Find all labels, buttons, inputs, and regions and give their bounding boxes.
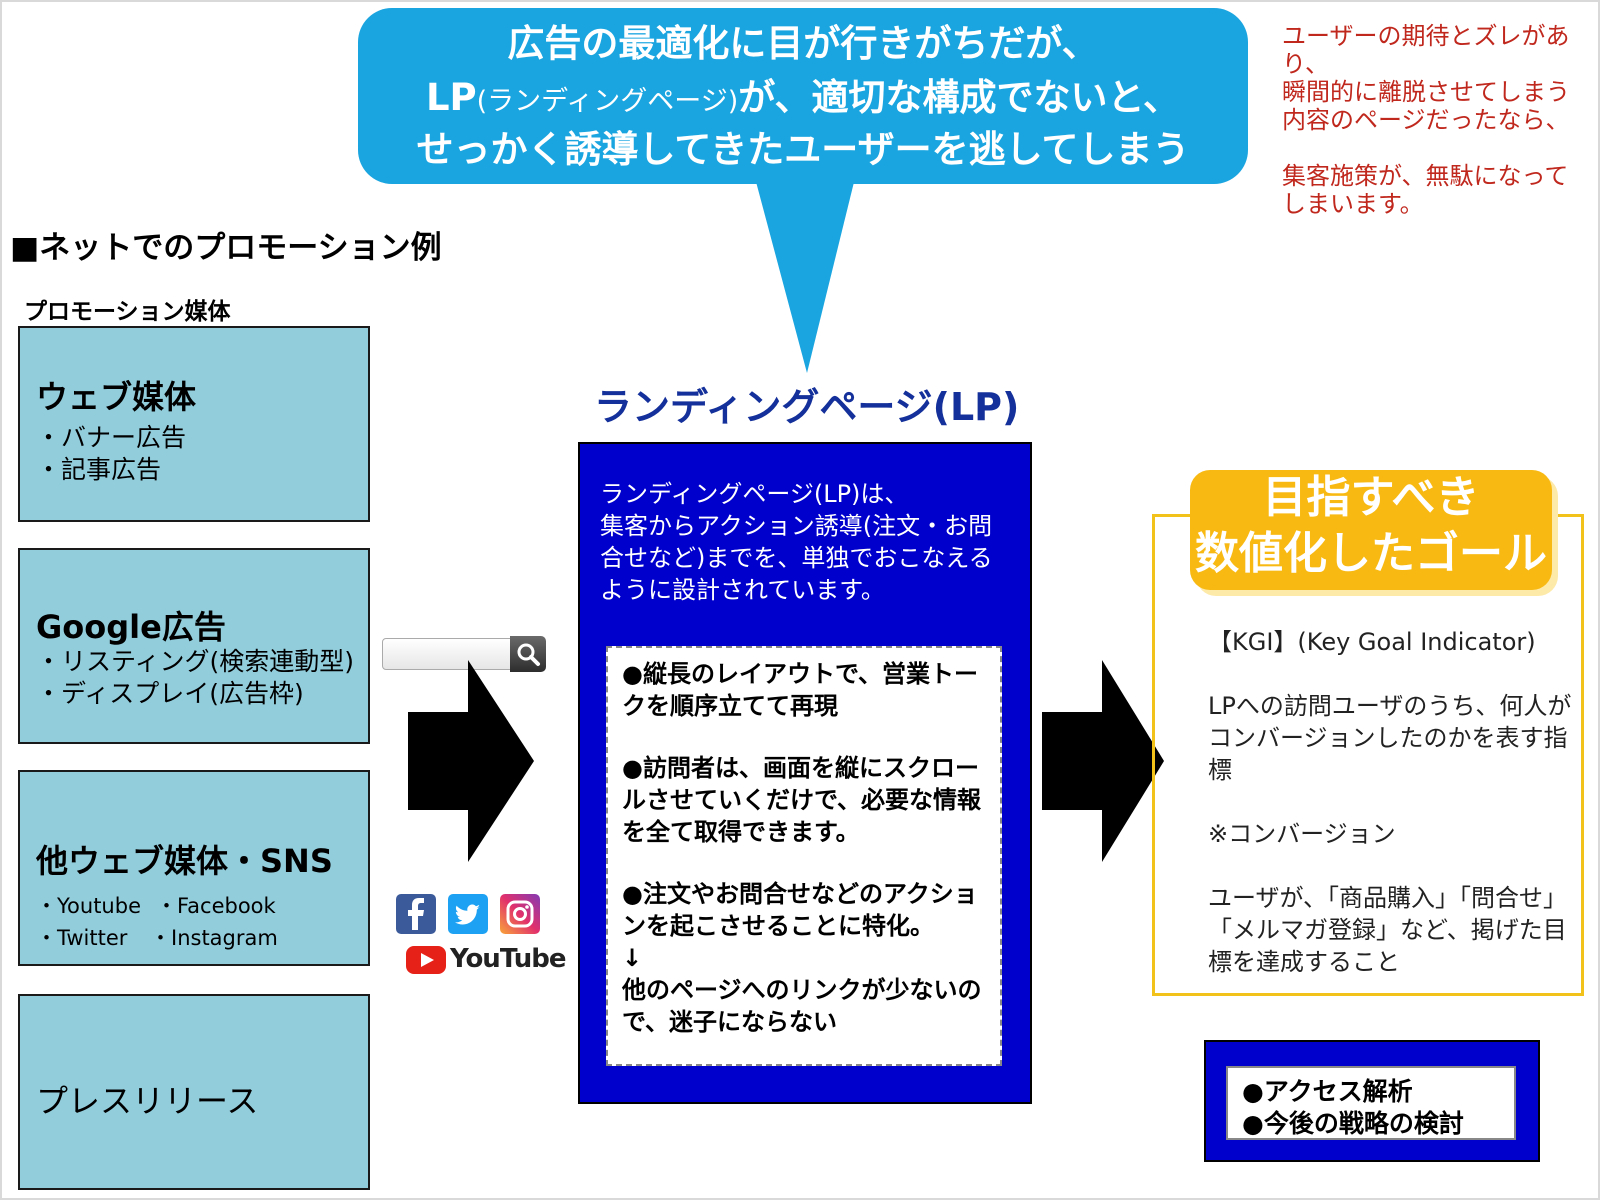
media-box-web: ウェブ媒体 ・バナー広告 ・記事広告 bbox=[18, 326, 370, 522]
facebook-icon bbox=[396, 894, 436, 934]
section-heading: ■ネットでのプロモーション例 bbox=[10, 230, 442, 266]
goal-description: 【KGI】(Key Goal Indicator) LPへの訪問ユーザのうち、何… bbox=[1208, 628, 1572, 976]
search-field bbox=[382, 638, 512, 670]
goal-title-line-2: 数値化したゴール bbox=[1195, 528, 1547, 579]
callout-line-3: せっかく誘導してきたユーザーを逃してしまう bbox=[416, 128, 1190, 171]
media-title: プレスリリース bbox=[36, 1082, 259, 1120]
analysis-panel: ●アクセス解析 ●今後の戦略の検討 bbox=[1226, 1066, 1516, 1140]
media-box-sns: 他ウェブ媒体・SNS ・Youtube ・Facebook ・Twitter ・… bbox=[18, 770, 370, 966]
arrow-right-icon bbox=[1042, 660, 1164, 862]
callout-line-1: 広告の最適化に目が行きがちだが、 bbox=[507, 22, 1099, 65]
callout-pointer bbox=[755, 178, 855, 373]
media-item: ・バナー広告 bbox=[36, 423, 187, 452]
lp-description: ランディングページ(LP)は、 集客からアクション誘導(注文・お問合せなど)まで… bbox=[600, 480, 993, 604]
media-item: ・Instagram bbox=[150, 926, 278, 950]
lp-point: ●訪問者は、画面を縦にスクロールさせていくだけで、必要な情報を全て取得できます。 bbox=[622, 754, 982, 846]
media-item: ・Facebook bbox=[156, 894, 276, 918]
goal-title-line-1: 目指すべき bbox=[1262, 472, 1480, 523]
media-item: ・ディスプレイ(広告枠) bbox=[36, 679, 304, 708]
lp-points-panel: ●縦長のレイアウトで、営業トークを順序立てて再現 ●訪問者は、画面を縦にスクロー… bbox=[606, 646, 1002, 1066]
goal-heading: 目指すべき 数値化したゴール bbox=[1190, 470, 1552, 590]
search-icon bbox=[517, 643, 540, 666]
media-item: ・Twitter bbox=[36, 926, 128, 950]
search-button bbox=[510, 636, 546, 672]
arrow-right-icon bbox=[408, 660, 534, 862]
analysis-item: ●アクセス解析 bbox=[1242, 1077, 1413, 1106]
media-title: 他ウェブ媒体・SNS bbox=[36, 842, 333, 880]
lp-title: ランディングページ(LP) bbox=[594, 385, 1020, 429]
media-box-google: Google広告 ・リスティング(検索連動型) ・ディスプレイ(広告枠) bbox=[18, 548, 370, 744]
search-bar-illustration bbox=[382, 636, 546, 672]
lp-point: ●縦長のレイアウトで、営業トークを順序立てて再現 bbox=[622, 660, 978, 720]
media-item: ・記事広告 bbox=[36, 455, 162, 484]
youtube-icon bbox=[406, 946, 446, 974]
warning-callout: 広告の最適化に目が行きがちだが、 LP(ランディングページ)が、適切な構成でない… bbox=[358, 8, 1248, 184]
callout-line-2-rest: が、適切な構成でないと、 bbox=[738, 76, 1181, 119]
lp-point: ●注文やお問合せなどのアクションを起こさせることに特化。 ↓ 他のページへのリン… bbox=[622, 880, 982, 1036]
media-label: プロモーション媒体 bbox=[24, 299, 231, 325]
media-title: Google広告 bbox=[36, 608, 226, 646]
instagram-icon bbox=[500, 894, 540, 934]
media-box-press: プレスリリース bbox=[18, 994, 370, 1190]
media-title: ウェブ媒体 bbox=[36, 378, 197, 416]
callout-line-2: LP(ランディングページ)が、適切な構成でないと、 bbox=[358, 74, 1248, 126]
callout-lp: LP bbox=[425, 76, 477, 119]
media-item: ・Youtube bbox=[36, 894, 141, 918]
media-item: ・リスティング(検索連動型) bbox=[36, 647, 355, 676]
analysis-item: ●今後の戦略の検討 bbox=[1242, 1109, 1464, 1138]
twitter-icon bbox=[448, 894, 488, 934]
youtube-label: YouTube bbox=[450, 944, 566, 974]
callout-lp-paren: (ランディングページ) bbox=[476, 86, 739, 117]
red-note: ユーザーの期待とズレがあり、 瞬間的に離脱させてしまう内容のページだったなら、 … bbox=[1282, 22, 1570, 218]
